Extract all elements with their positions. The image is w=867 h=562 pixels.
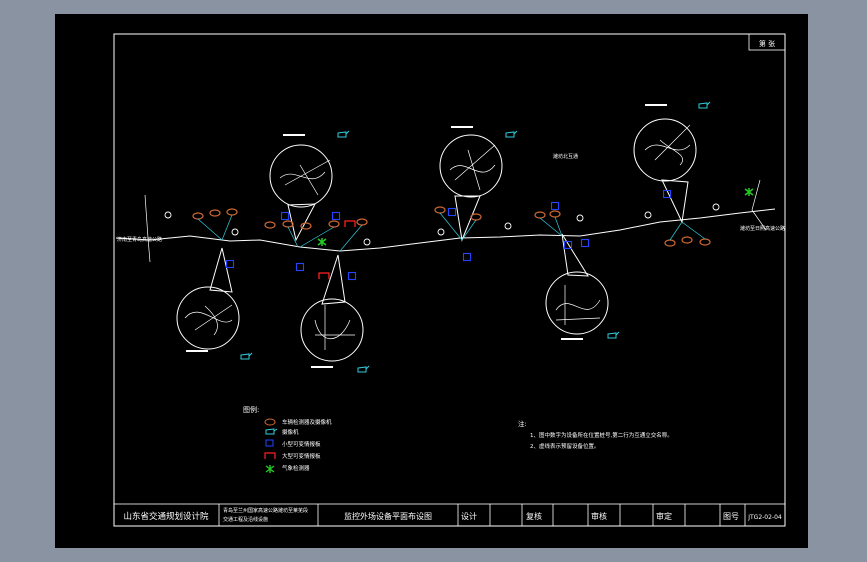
small-vms-icon <box>462 252 472 262</box>
note-line-1: 1、图中数字为设备所在位置桩号,第二行为互通立交名称。 <box>530 431 673 439</box>
small-vms-icon <box>280 211 290 221</box>
legend-label-vehicle-detector: 车辆检测器及摄像机 <box>282 418 332 426</box>
legend-label-large-vms: 大型可变情报板 <box>282 452 321 460</box>
vehicle-detector-icon <box>300 222 312 230</box>
small-vms-icon <box>347 271 357 281</box>
page-mark-box <box>748 33 786 51</box>
vehicle-detector-icon <box>209 209 221 217</box>
small-vms-icon <box>447 207 457 217</box>
legend-camera-icon <box>265 428 278 435</box>
vehicle-detector-icon <box>681 236 693 244</box>
title-approve: 审定 <box>656 511 672 521</box>
drawing-sheet <box>55 14 808 548</box>
equipment-leader-line <box>439 212 463 241</box>
page-mark: 第 张 <box>759 39 775 48</box>
west-crossing-road <box>144 194 151 263</box>
roadside-marker-icon <box>644 211 652 219</box>
camera-icon <box>337 130 350 138</box>
large-vms-icon <box>318 272 330 279</box>
middle-interchange-label: 潍坊北互通 <box>553 153 578 160</box>
small-vms-icon <box>580 238 590 248</box>
weather-detector-icon <box>317 238 327 246</box>
title-drawing-no-label: 图号 <box>723 512 739 521</box>
equipment-leader-line <box>554 216 563 237</box>
equipment-leader-line <box>539 217 563 237</box>
small-vms-icon <box>295 262 305 272</box>
small-vms-icon <box>563 240 573 250</box>
callout-captions <box>186 104 667 368</box>
title-check: 审核 <box>591 511 607 521</box>
legend-weather-detector-icon <box>265 465 275 473</box>
legend-label-small-vms: 小型可变情报板 <box>282 440 321 448</box>
legend-label-weather-detector: 气象检测器 <box>282 464 310 472</box>
small-vms-icon <box>331 211 341 221</box>
title-project-line2: 交通工程及沿线设施 <box>223 516 268 523</box>
interchange-callout-4 <box>439 134 503 242</box>
camera-icon <box>607 331 620 339</box>
equipment-leader-line <box>287 226 299 248</box>
camera-icon <box>505 130 518 138</box>
equipment-leader-line <box>461 219 477 241</box>
interchange-callout-6 <box>633 118 697 224</box>
small-vms-icon <box>225 259 235 269</box>
equipment-markers <box>164 101 754 373</box>
title-drawing-no: JTG2-02-04 <box>747 514 782 521</box>
interchange-callout-1 <box>176 247 240 350</box>
camera-icon <box>698 101 711 109</box>
equipment-leader-line <box>681 221 706 240</box>
small-vms-icon <box>550 201 560 211</box>
equipment-leader-line <box>339 224 363 252</box>
roadside-marker-icon <box>231 228 239 236</box>
title-project-line1: 青岛至兰州国家高速公路潍坊至莱芜段 <box>223 507 308 514</box>
legend-vehicle-detector-icon <box>264 418 276 426</box>
legend: 车辆检测器及摄像机 摄像机 小型可变情报板 大型可变情报板 气象检测器 <box>264 418 332 473</box>
roadside-marker-icon <box>576 214 584 222</box>
legend-title: 图例: <box>243 405 259 414</box>
roadside-marker-icon <box>504 222 512 230</box>
east-crossing-road <box>751 179 767 231</box>
note-line-2: 2、虚线表示预留设备位置。 <box>530 442 600 450</box>
title-design: 设计 <box>461 511 477 521</box>
notes-heading: 注: <box>518 419 527 428</box>
small-vms-icon <box>662 189 672 199</box>
vehicle-detector-icon <box>264 221 276 229</box>
interchange-callout-5 <box>545 233 609 335</box>
legend-small-vms-icon <box>265 439 274 447</box>
interchange-callout-3 <box>300 254 364 362</box>
equipment-leader-line <box>197 218 223 241</box>
equipment-leader-line <box>669 221 683 241</box>
title-review: 复核 <box>526 511 542 521</box>
east-end-label: 潍坊至日照高速公路 <box>740 225 785 232</box>
title-drawing: 监控外场设备平面布设图 <box>344 511 432 521</box>
camera-icon <box>357 365 370 373</box>
camera-icon <box>240 352 253 360</box>
legend-label-camera: 摄像机 <box>282 428 299 436</box>
weather-detector-icon <box>744 188 754 196</box>
expressway-line <box>115 208 776 252</box>
equipment-leader-line <box>299 226 335 248</box>
roadside-marker-icon <box>363 238 371 246</box>
roadside-marker-icon <box>712 203 720 211</box>
west-end-label: 济南至青岛高速公路 <box>117 236 162 243</box>
large-vms-icon <box>344 220 356 227</box>
roadside-marker-icon <box>437 228 445 236</box>
legend-large-vms-icon <box>264 452 276 459</box>
equipment-leader-line <box>221 214 233 241</box>
title-org: 山东省交通规划设计院 <box>123 511 209 522</box>
roadside-marker-icon <box>164 211 172 219</box>
title-block <box>113 503 786 527</box>
